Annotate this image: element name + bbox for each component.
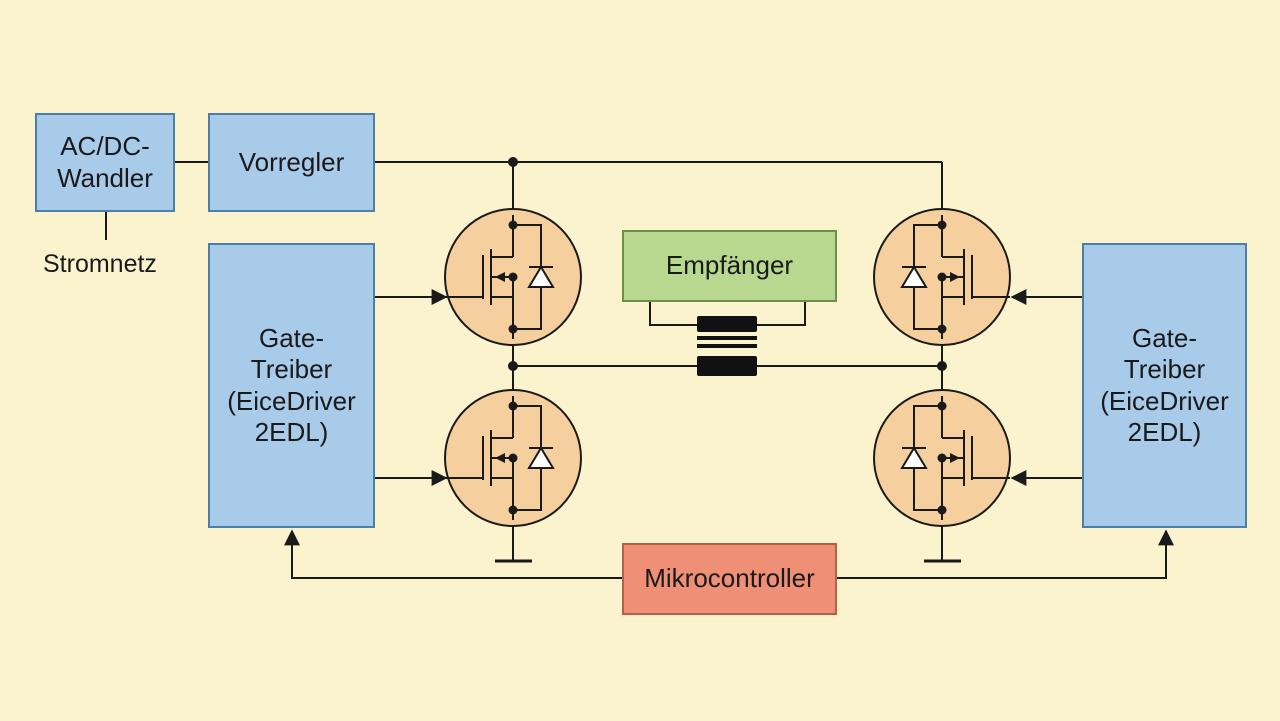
acdc-converter-block[interactable]: AC/DC- Wandler [35,113,175,212]
microcontroller-label: Mikrocontroller [644,563,815,594]
receiver-label: Empfänger [665,250,794,281]
pre-regulator-label: Vorregler [238,146,345,177]
microcontroller-block[interactable]: Mikrocontroller [622,543,837,615]
coil-icon [697,316,757,376]
gate-driver-right-label: Gate- Treiber (EiceDriver 2EDL) [1100,323,1229,447]
mosfet-right-top-icon [873,208,1011,346]
acdc-converter-label: AC/DC- Wandler [57,131,153,193]
junction-dots [508,157,947,371]
power-grid-label: Stromnetz [43,250,157,278]
pre-regulator-block[interactable]: Vorregler [208,113,375,212]
gate-driver-left-block[interactable]: Gate- Treiber (EiceDriver 2EDL) [208,243,375,528]
wire-mcu-left [284,529,622,579]
mosfet-left-top-icon [444,208,582,346]
gate-driver-right-block[interactable]: Gate- Treiber (EiceDriver 2EDL) [1082,243,1247,528]
receiver-block[interactable]: Empfänger [622,230,837,302]
mosfet-right-bottom-icon [873,389,1011,527]
mosfet-left-bottom-icon [444,389,582,527]
wire-mcu-right [837,529,1174,579]
gate-driver-left-label: Gate- Treiber (EiceDriver 2EDL) [227,323,356,447]
